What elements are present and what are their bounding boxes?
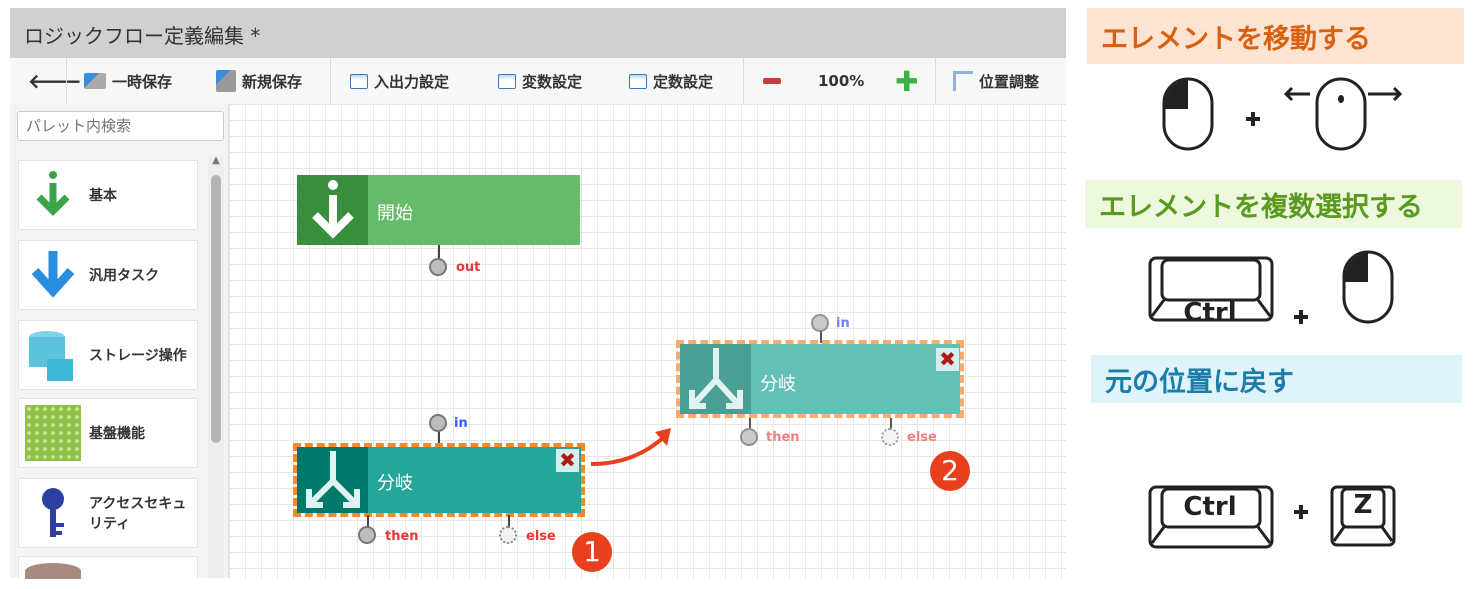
help-move-title: エレメントを移動する — [1087, 8, 1464, 64]
branch-split-icon — [297, 447, 368, 513]
plus-icon: ✚ — [895, 64, 919, 98]
help-multi-title: エレメントを複数選択する — [1085, 180, 1462, 228]
mouse-drag-illustration — [1162, 77, 1403, 151]
palette-search-input[interactable] — [17, 111, 224, 141]
else-port[interactable] — [881, 428, 899, 446]
else-port[interactable] — [499, 526, 517, 544]
branch-node-dragging[interactable]: 分岐 ✖ — [676, 340, 964, 418]
title-bar — [10, 8, 1066, 58]
out-port[interactable] — [429, 258, 447, 276]
save-icon — [84, 73, 106, 89]
help-undo-title: 元の位置に戻す — [1091, 355, 1462, 403]
z-key-label: Z — [1353, 490, 1373, 520]
palette-item-storage[interactable]: ストレージ操作 — [18, 320, 198, 390]
delete-node-button[interactable]: ✖ — [936, 348, 959, 371]
database-icon — [25, 327, 81, 383]
ctrl-key-label: Ctrl — [1183, 492, 1237, 522]
zoom-level: 100% — [818, 72, 865, 90]
palette-scrollbar-thumb[interactable] — [211, 175, 221, 443]
delete-node-button[interactable]: ✖ — [556, 449, 579, 472]
then-port[interactable] — [740, 428, 758, 446]
cylinder-icon — [25, 563, 81, 579]
start-node[interactable]: 開始 — [297, 175, 580, 245]
ctrl-key-label: Ctrl — [1183, 298, 1237, 328]
arrow-left-icon: 🡐 — [28, 69, 82, 93]
window-icon — [350, 73, 368, 89]
move-direction-arrow — [590, 428, 671, 466]
palette-item-generic-task[interactable]: 汎用タスク — [18, 240, 198, 310]
window-title: ロジックフロー定義編集 * — [24, 24, 261, 48]
in-port[interactable] — [429, 414, 447, 432]
in-port[interactable] — [811, 314, 829, 332]
window-icon — [629, 73, 647, 89]
palette-item-access-security[interactable]: アクセスセキュリティ — [18, 478, 198, 548]
variable-settings-button[interactable]: 変数設定 — [498, 58, 582, 104]
start-arrow-icon — [297, 175, 368, 245]
scroll-up-icon[interactable]: ▲ — [212, 155, 220, 166]
zoom-in-button[interactable]: ✚ — [895, 58, 918, 104]
ctrl-z-illustration — [1148, 485, 1396, 549]
step-badge-2: 2 — [930, 451, 970, 491]
grid-blocks-icon — [25, 405, 81, 461]
down-arrow-green-icon — [25, 167, 81, 223]
zoom-out-button[interactable] — [763, 58, 781, 104]
align-button[interactable]: 位置調整 — [953, 58, 1039, 104]
key-icon — [25, 485, 81, 541]
toolbar — [10, 58, 1066, 105]
back-button[interactable]: 🡐 — [28, 58, 82, 104]
branch-split-icon — [680, 344, 751, 414]
window-icon — [498, 73, 516, 89]
down-arrow-blue-icon — [25, 247, 81, 303]
minus-icon — [763, 78, 781, 84]
palette-item-platform[interactable]: 基盤機能 — [18, 398, 198, 468]
palette-item-partial[interactable] — [18, 556, 198, 579]
server-save-icon — [216, 70, 236, 92]
palette-item-basic[interactable]: 基本 — [18, 160, 198, 230]
then-port[interactable] — [358, 526, 376, 544]
step-badge-1: 1 — [572, 532, 612, 572]
temp-save-button[interactable]: 一時保存 — [84, 58, 172, 104]
ctrl-key-illustration — [1148, 250, 1394, 324]
branch-node-selected[interactable]: 分岐 ✖ — [293, 443, 585, 517]
tree-align-icon — [953, 71, 973, 91]
constant-settings-button[interactable]: 定数設定 — [629, 58, 713, 104]
io-settings-button[interactable]: 入出力設定 — [350, 58, 449, 104]
new-save-button[interactable]: 新規保存 — [216, 58, 302, 104]
